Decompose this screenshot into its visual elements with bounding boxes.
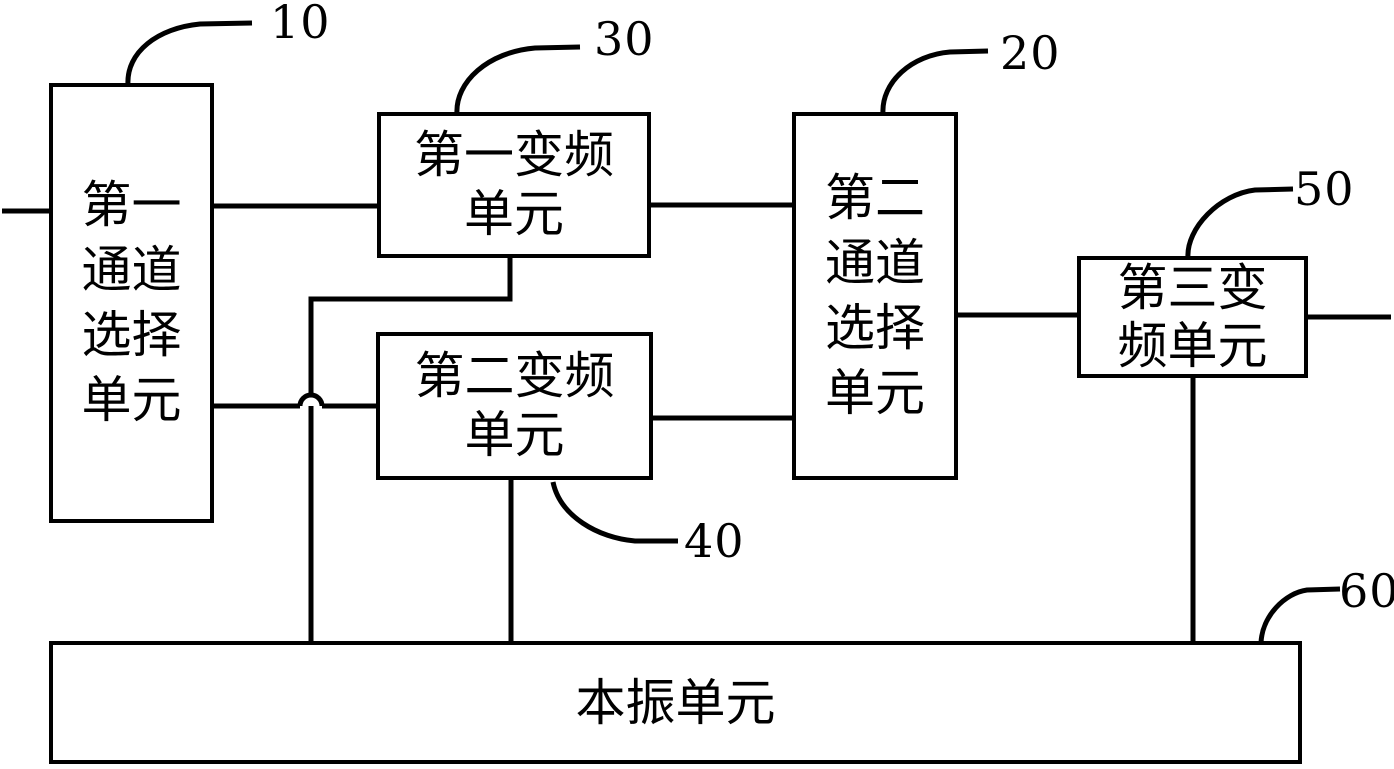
wire-hop-arc [297,392,325,407]
ref-label-40: 40 [684,514,745,568]
leader-ref-50 [1185,186,1294,259]
ref-label-20: 20 [1000,26,1061,80]
ref-label-30: 30 [594,12,655,66]
ref-label-10: 10 [270,0,331,49]
block-first-frequency-conversion-unit: 第一变频 单元 [377,112,651,258]
leader-ref-60 [1258,586,1341,644]
leader-ref-30 [454,44,581,115]
ref-label-60: 60 [1339,564,1394,618]
block-second-channel-selection-unit: 第二 通道 选择 单元 [792,112,958,480]
leader-ref-10 [125,20,253,86]
block-third-frequency-conversion-unit: 第三变 频单元 [1077,256,1308,378]
leader-ref-40 [550,481,678,544]
block-first-channel-selection-unit: 第一 通道 选择 单元 [49,83,214,523]
block-local-oscillator-unit: 本振单元 [49,641,1302,764]
block-second-frequency-conversion-unit: 第二变频 单元 [376,332,653,480]
ref-label-50: 50 [1294,162,1355,216]
wire-fc1-to-local-oscillator [308,256,513,644]
leader-ref-20 [880,48,989,115]
